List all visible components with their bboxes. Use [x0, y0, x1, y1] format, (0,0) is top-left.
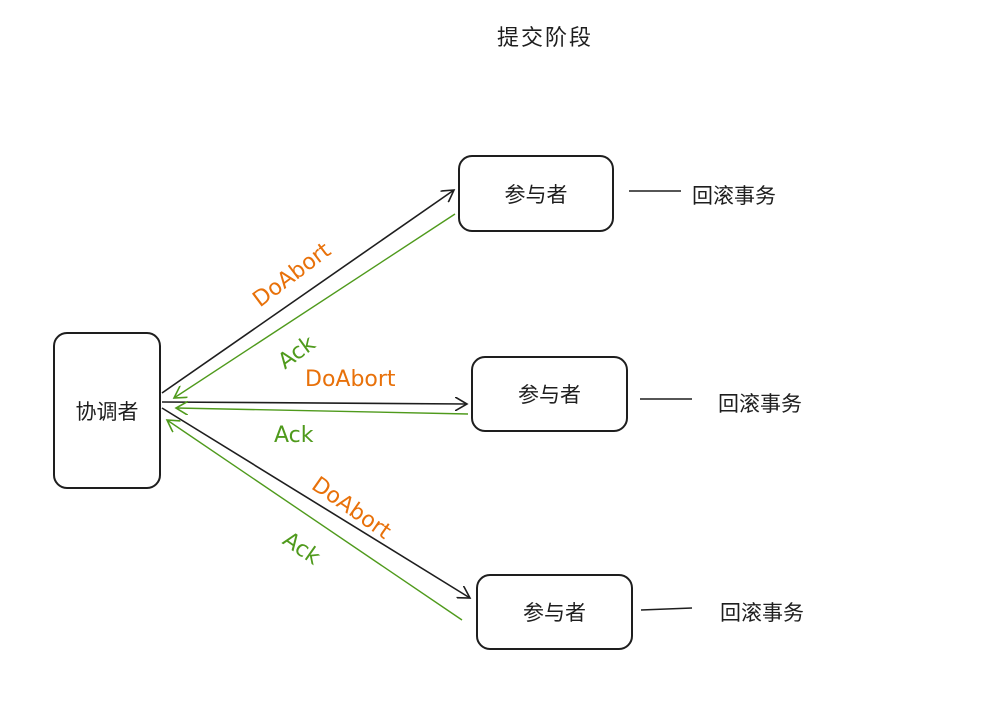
coordinator-label: 协调者 — [75, 399, 139, 424]
doabort-arrow-2 — [161, 402, 467, 404]
participant-node-1: 参与者 — [458, 155, 614, 232]
participant-node-3: 参与者 — [476, 574, 633, 650]
coordinator-node: 协调者 — [53, 332, 161, 489]
participant-node-2: 参与者 — [471, 356, 628, 432]
rollback-label-2: 回滚事务 — [718, 392, 802, 416]
ack-arrow-2 — [176, 408, 469, 414]
rollback-connector-3 — [640, 607, 693, 611]
doabort-arrow-1 — [161, 190, 454, 394]
rollback-label-1: 回滚事务 — [692, 184, 776, 208]
participant-label-1: 参与者 — [504, 182, 568, 207]
participant-label-3: 参与者 — [523, 601, 586, 625]
ack-arrow-3 — [167, 420, 463, 621]
participant-label-2: 参与者 — [518, 383, 581, 407]
rollback-label-3: 回滚事务 — [720, 601, 804, 625]
doabort-arrow-3 — [161, 407, 470, 598]
diagram-title: 提交阶段 — [496, 26, 593, 51]
ack-arrow-1 — [174, 213, 456, 398]
doabort-label-2: DoAbort — [305, 367, 396, 392]
ack-label-2: Ack — [274, 423, 314, 448]
